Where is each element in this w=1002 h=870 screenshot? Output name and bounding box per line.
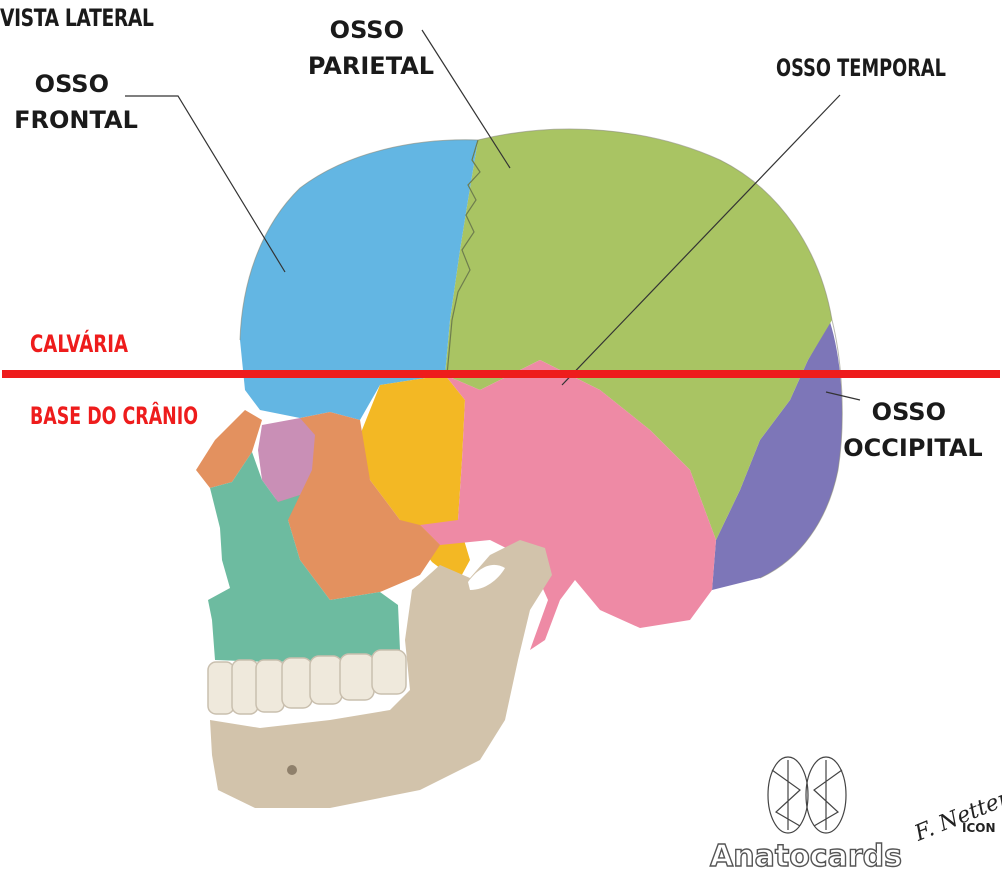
leader-parietal	[421, 29, 511, 169]
mental-foramen	[287, 765, 297, 775]
leader-occipital	[825, 391, 861, 401]
label-occipital-line2: OCCIPITAL	[843, 434, 982, 462]
maxilla-bone	[208, 452, 400, 662]
label-occipital-line1: OSSO	[872, 398, 946, 426]
skull-illustration	[196, 128, 843, 808]
mandible-bone	[210, 540, 552, 808]
label-parietal-line1: OSSO	[330, 16, 404, 44]
parietal-bone	[445, 129, 832, 541]
label-frontal-line1: OSSO	[35, 70, 109, 98]
nasal-bone	[196, 410, 262, 488]
coronal-suture	[446, 139, 481, 376]
leader-lines	[125, 29, 861, 401]
mandibular-notch	[468, 564, 505, 590]
region-base: BASE DO CRÂNIO	[30, 401, 198, 430]
skull-outline	[239, 128, 843, 579]
icon-mark: ICON	[962, 821, 996, 835]
label-parietal-line2: PARIETAL	[308, 52, 434, 80]
anatocards-brain-icon	[767, 756, 847, 834]
label-frontal: OSSO FRONTAL	[14, 70, 138, 134]
label-temporal: OSSO TEMPORAL	[776, 54, 946, 82]
leader-frontal	[125, 95, 286, 273]
leader-temporal	[561, 94, 841, 386]
anatocards-wordmark: Anatocards	[710, 839, 902, 870]
calvaria-base-divider	[2, 370, 1000, 378]
frontal-bone	[240, 139, 478, 420]
temporal-bone	[420, 360, 716, 650]
view-title: VISTA LATERAL	[0, 5, 154, 33]
label-parietal: OSSO PARIETAL	[308, 16, 434, 80]
label-occipital: OSSO OCCIPITAL	[843, 398, 982, 462]
orbit	[258, 418, 315, 502]
label-frontal-line2: FRONTAL	[14, 106, 138, 134]
occipital-bone	[712, 322, 843, 590]
region-calvaria: CALVÁRIA	[30, 329, 128, 358]
teeth	[207, 649, 407, 715]
